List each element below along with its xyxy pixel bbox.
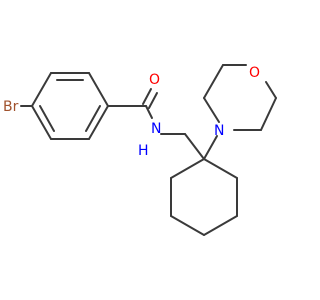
bond-c-n-morpholine [203,135,218,160]
bond [31,72,52,107]
bond-ch2-c [184,133,205,160]
atom-amide-hydrogen: H [138,143,149,159]
benzene-ring [31,72,109,140]
bond [203,215,238,236]
bond [170,215,205,236]
atom-amide-nitrogen: N [151,121,161,137]
bond [170,158,205,179]
aromatic-double-bond [39,105,55,132]
bond-c-o-double [148,92,158,109]
bond-c-n [145,105,153,119]
bond [31,105,52,140]
bond [260,97,277,131]
morpholine-ring [203,64,277,131]
atom-morpholine-oxygen: O [249,65,260,81]
aromatic-double-bond [85,105,101,132]
bond [88,72,109,107]
bond [203,158,238,179]
bond-c-o-double [142,88,152,105]
bond [88,105,109,140]
molecule-structure: Br O N H N O [3,64,277,236]
atom-morpholine-nitrogen: N [214,123,224,139]
bond [265,81,277,99]
bond [203,64,224,99]
atom-carbonyl-oxygen: O [149,72,160,88]
atom-bromine: Br [3,99,19,115]
cyclohexane-ring [170,158,238,236]
bond [203,97,220,123]
